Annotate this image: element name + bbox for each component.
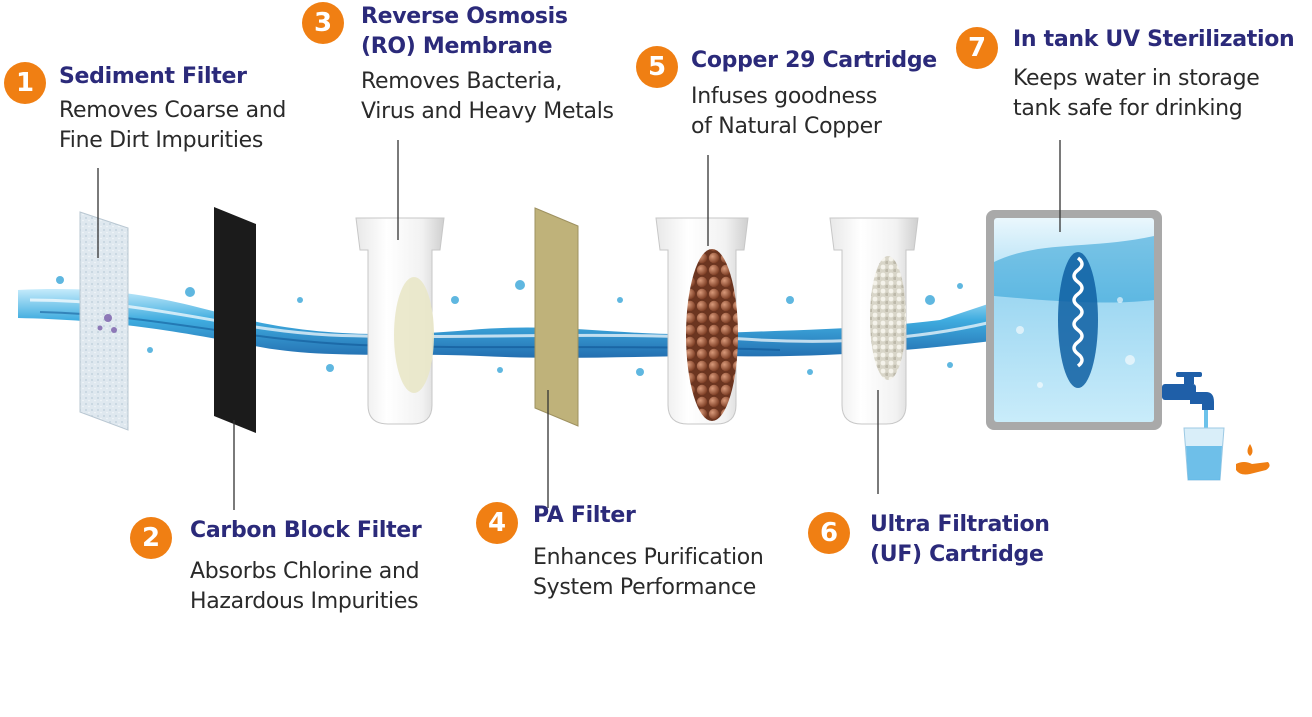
stage-7-badge: 7 xyxy=(956,27,998,69)
stage-4-badge: 4 xyxy=(476,502,518,544)
stage-4-title: PA Filter xyxy=(533,503,636,528)
stage-3-title: Reverse Osmosis (RO) Membrane xyxy=(361,4,568,59)
faucet-icon xyxy=(1162,372,1214,430)
ro-membrane-cartridge xyxy=(355,217,445,425)
stage-2-title: Carbon Block Filter xyxy=(190,518,422,543)
hand-water-drop-icon xyxy=(1236,444,1270,475)
stage-2-badge: 2 xyxy=(130,517,172,559)
stage-7-description: Keeps water in storage tank safe for dri… xyxy=(1013,66,1260,121)
stage-5-description: Infuses goodness of Natural Copper xyxy=(691,84,882,139)
copper-cartridge xyxy=(655,217,749,425)
pa-filter-sheet xyxy=(534,207,579,427)
stage-3-description: Removes Bacteria, Virus and Heavy Metals xyxy=(361,69,614,124)
carbon-block-sheet xyxy=(214,207,256,433)
stage-6-badge: 6 xyxy=(808,512,850,554)
sediment-filter-sheet xyxy=(79,211,129,431)
stage-1-badge: 1 xyxy=(4,62,46,104)
stage-2-description: Absorbs Chlorine and Hazardous Impuritie… xyxy=(190,559,420,614)
stage-1-title: Sediment Filter xyxy=(59,64,247,89)
stage-5-badge: 5 xyxy=(636,46,678,88)
stage-1-description: Removes Coarse and Fine Dirt Impurities xyxy=(59,98,287,153)
uf-cartridge xyxy=(829,217,919,425)
connector-lines xyxy=(97,140,1061,510)
water-glass-icon xyxy=(1183,427,1225,481)
stage-6-title: Ultra Filtration (UF) Cartridge xyxy=(870,512,1050,567)
stage-7-title: In tank UV Sterilization xyxy=(1013,27,1295,52)
stage-5-title: Copper 29 Cartridge xyxy=(691,48,937,73)
stage-4-description: Enhances Purification System Performance xyxy=(533,545,764,600)
uv-storage-tank xyxy=(986,210,1162,430)
stage-3-badge: 3 xyxy=(302,2,344,44)
